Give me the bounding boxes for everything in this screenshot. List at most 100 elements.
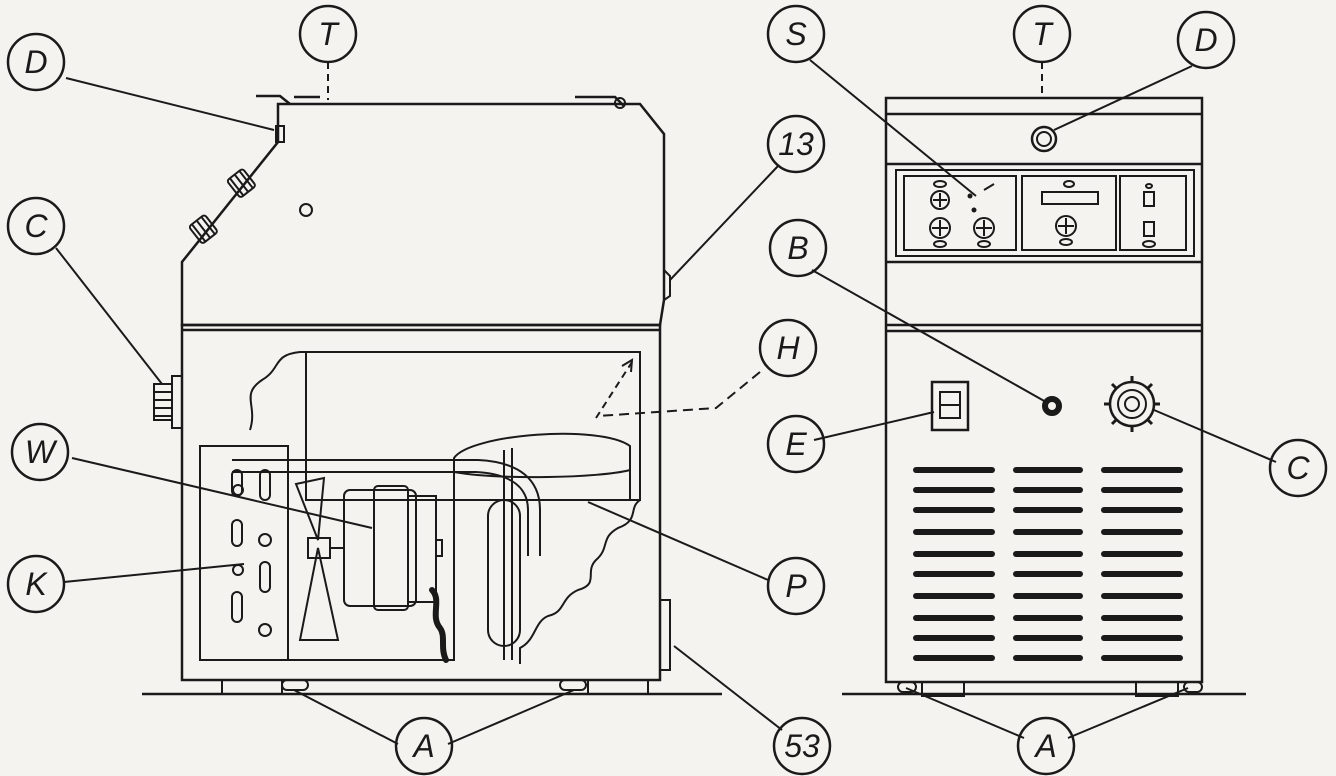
condenser-slot <box>231 591 243 623</box>
callout-p: P <box>766 556 826 616</box>
cooling-reservoir <box>305 351 641 501</box>
cutaway-edge <box>249 351 641 664</box>
motor-cable <box>429 587 449 663</box>
callout-label: 13 <box>778 126 814 162</box>
condenser-slot <box>259 469 271 501</box>
side-knob-c-cap <box>153 383 173 421</box>
callout-b: B <box>768 218 828 278</box>
port-b <box>1042 396 1062 416</box>
callout-label: W <box>25 434 58 470</box>
upper-housing <box>180 102 666 327</box>
level-arrow-head <box>621 358 634 373</box>
callout-label: H <box>776 330 800 366</box>
callout-h: H <box>758 318 818 378</box>
foot <box>897 681 917 693</box>
callout-d-right: D <box>1176 10 1236 70</box>
power-switch-e <box>930 380 970 432</box>
control-panel <box>895 169 1195 257</box>
indicator-led <box>977 240 991 248</box>
compressor-p <box>453 432 631 660</box>
side-knob-c <box>171 375 183 429</box>
pump-dial-c <box>1104 376 1160 432</box>
callout-a-left: A <box>394 716 454 776</box>
callout-label: P <box>785 568 807 604</box>
front-housing <box>884 96 1204 684</box>
callout-w: W <box>10 422 70 482</box>
level-arrow <box>595 361 633 419</box>
callout-label: A <box>411 728 434 764</box>
panel-mark <box>983 183 995 191</box>
panel-dot <box>967 193 973 199</box>
callout-label: B <box>787 230 808 266</box>
motor-bracket <box>407 495 437 603</box>
foot <box>1183 681 1203 693</box>
callout-a-right: A <box>1016 716 1076 776</box>
motor-flange <box>373 485 409 611</box>
leader-c-front <box>1153 409 1277 463</box>
knob-icon <box>973 217 995 239</box>
leader-a1 <box>293 689 399 745</box>
controller-module <box>903 175 1017 251</box>
callout-53: 53 <box>772 716 832 776</box>
leader-53 <box>673 645 783 731</box>
switch-module <box>1119 175 1187 251</box>
leader-k <box>63 563 245 583</box>
lower-cabinet <box>180 323 662 682</box>
connector-53 <box>659 599 671 671</box>
callout-e: E <box>766 414 826 474</box>
callout-label: T <box>318 16 340 52</box>
ventilation-grille <box>913 467 1183 661</box>
leader-13 <box>669 165 779 281</box>
foot <box>221 679 283 695</box>
refrigerant-pipe <box>232 459 541 556</box>
callout-k: K <box>6 554 66 614</box>
condenser-hole <box>258 623 272 637</box>
leader-a2 <box>447 689 575 745</box>
display-led <box>1063 180 1075 188</box>
left-leaders <box>55 62 783 745</box>
foot <box>1135 681 1179 697</box>
callout-label: 53 <box>784 728 820 764</box>
top-lid <box>256 94 625 107</box>
callout-label: C <box>24 208 48 244</box>
lid-hinge <box>614 97 626 109</box>
control-knob-upper <box>226 168 256 198</box>
right-leaders <box>809 59 1277 739</box>
callout-s: S <box>766 4 826 64</box>
leader-d-front <box>1053 65 1193 131</box>
foot <box>281 679 309 691</box>
control-knob-lower <box>188 214 218 244</box>
callout-c-left: C <box>6 196 66 256</box>
condenser-k <box>199 445 289 661</box>
side-view-unit <box>153 94 671 695</box>
switch-led <box>1145 183 1153 189</box>
leader-a-front-2 <box>1067 687 1189 739</box>
knob-icon <box>930 190 950 210</box>
outlet-13 <box>663 269 671 301</box>
callout-13: 13 <box>766 114 826 174</box>
callout-t-left: T <box>298 4 358 64</box>
callout-label: A <box>1033 728 1056 764</box>
condenser-hole <box>232 484 244 496</box>
fill-cap-inner <box>1036 131 1052 147</box>
foot <box>921 681 965 697</box>
condenser-hole <box>258 533 272 547</box>
callout-label: T <box>1032 16 1054 52</box>
knob-icon <box>929 217 951 239</box>
callout-label: K <box>25 566 48 602</box>
motor-terminal <box>435 539 443 557</box>
indicator-led <box>1059 238 1073 246</box>
knob-icon <box>1055 215 1077 237</box>
fill-cap-d <box>1030 125 1058 153</box>
leader-a-front-1 <box>905 687 1025 739</box>
condenser-slot <box>259 561 271 593</box>
foot <box>559 679 587 691</box>
toggle-switch <box>1143 191 1155 207</box>
callout-label: C <box>1286 450 1310 486</box>
condenser-slot <box>231 519 243 547</box>
indicator-led <box>933 240 947 248</box>
display-module <box>1021 175 1117 251</box>
callout-label: D <box>1194 22 1217 58</box>
panel-dot <box>971 207 977 213</box>
